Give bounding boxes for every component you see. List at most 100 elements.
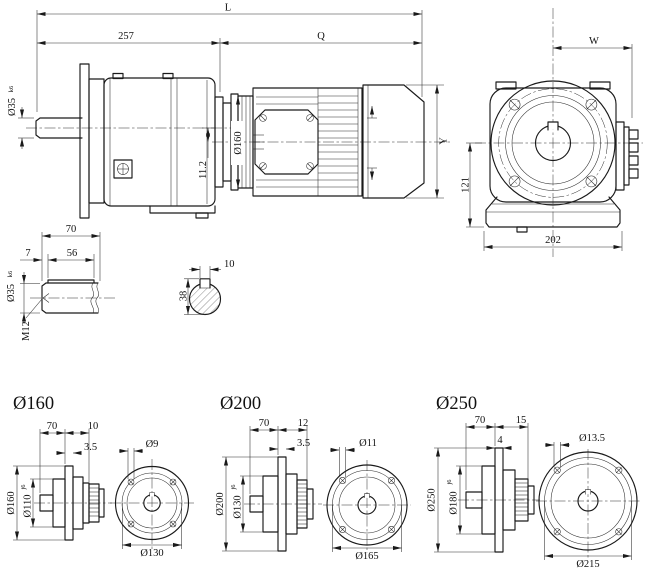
lifting-mark-top	[367, 105, 377, 119]
dim-Y: Y	[406, 84, 450, 199]
oil-plug	[113, 159, 133, 179]
dim-label: Ø130	[233, 495, 244, 518]
bore-keyway	[364, 493, 370, 498]
dim-250-spigot: Ø180 j6	[446, 465, 482, 535]
dim-label-70: 70	[66, 224, 77, 235]
dim-label: 70	[259, 418, 270, 429]
dim-label: 70	[47, 421, 58, 432]
dim-label-flange-dia: Ø160	[233, 131, 244, 154]
dim-label: Ø180	[449, 491, 460, 514]
dim-label: Ø11	[359, 438, 377, 449]
dim-200-3-5: 3.5	[269, 438, 310, 452]
base-plug	[516, 226, 528, 233]
dim-height-38: 38	[179, 278, 205, 315]
flange-variant-200: Ø200 70 12 3.5 Ø200 Ø130	[215, 394, 411, 562]
bolt-holes	[339, 477, 395, 533]
dim-label-offset: 11.2	[198, 161, 209, 179]
housing-bolt	[112, 72, 124, 80]
lifting-mark-bottom	[367, 167, 377, 181]
dim-shaft-70: 70	[41, 224, 101, 281]
flange-variant-250: Ø250 70 15 4 Ø250 Ø180 j6	[427, 394, 642, 570]
dim-label-dia: Ø35	[6, 284, 17, 302]
dim-W: W	[552, 36, 633, 118]
dim-202: 202	[483, 231, 623, 251]
dim-250-4: 4	[486, 435, 512, 451]
dim-160-bolt-circle: Ø130	[122, 503, 182, 559]
motor-terminal-plate	[254, 109, 319, 175]
dim-label: Ø9	[146, 439, 159, 450]
dim-label: Ø13.5	[579, 433, 605, 444]
dim-label-shaft-fit: k6	[8, 85, 15, 92]
motor-fins	[253, 95, 358, 188]
dim-key-56: 56	[47, 248, 95, 278]
bore-keyway	[585, 489, 591, 495]
flange-variant-160: Ø160 70 10 3.5 Ø160 Ø110 j6	[6, 394, 194, 559]
dim-200-outer: Ø200	[215, 456, 278, 552]
dim-shaft-dia-detail: Ø35 k6	[6, 270, 40, 324]
output-shaft	[35, 117, 83, 139]
bolt-holes	[553, 466, 623, 536]
dim-key-width-10: 10	[189, 259, 235, 272]
ribbed-section	[296, 479, 308, 529]
dim-label-fit: j6	[20, 484, 27, 491]
flange-face	[538, 451, 638, 551]
shaft-break-line	[90, 282, 94, 314]
dim-label-7: 7	[25, 248, 30, 259]
dim-label-121: 121	[461, 177, 472, 193]
thread-callout-M12: M12	[21, 298, 43, 341]
dim-label: Ø110	[23, 495, 34, 518]
dim-label-fit: j6	[446, 479, 453, 486]
main-side-view: L 257 Q Ø35 k6 Ø160 11.2 Y	[7, 3, 450, 219]
flange-screws	[508, 98, 598, 188]
dim-200-bolt-circle: Ø165	[332, 505, 402, 562]
dim-label-38: 38	[179, 291, 190, 302]
dim-label: 10	[88, 421, 99, 432]
shaft-break-line	[95, 282, 99, 314]
bore-keyway	[149, 492, 155, 497]
dim-label-56: 56	[67, 248, 78, 259]
center-drill-mark	[42, 293, 50, 303]
dim-axis-offset: 11.2	[198, 127, 216, 179]
dim-label: Ø130	[140, 548, 163, 559]
dim-label-fit: j6	[230, 484, 237, 491]
dim-label-Q: Q	[317, 31, 325, 42]
output-flange-hub	[88, 78, 105, 204]
dim-label: Ø160	[6, 491, 17, 514]
dim-flange-160: Ø160	[231, 95, 244, 189]
flange-face	[326, 464, 408, 546]
shaft-outline	[41, 282, 99, 314]
key-on-shaft	[47, 279, 95, 284]
dim-250-outer: Ø250	[427, 447, 495, 553]
dim-label: Ø165	[355, 551, 378, 562]
dim-label: Ø215	[576, 559, 599, 570]
dim-label-202: 202	[545, 235, 561, 246]
dim-label-W: W	[589, 36, 599, 47]
dim-label-Y: Y	[439, 137, 450, 145]
housing-bolt	[162, 72, 174, 80]
end-view: W 121 202	[461, 8, 643, 257]
bolt-holes	[127, 478, 177, 528]
dim-label: 15	[516, 415, 527, 426]
dim-160-3-5: 3.5	[56, 442, 97, 456]
drain-plug	[195, 212, 209, 219]
dim-label-10: 10	[224, 259, 235, 270]
keyway-slot	[199, 278, 211, 289]
dim-label: 4	[497, 435, 503, 446]
housing-ear-right	[589, 81, 611, 90]
dim-label-shaft-dia: Ø35	[7, 98, 18, 116]
dim-200-12: 12	[277, 418, 308, 487]
housing-ear-left	[495, 81, 517, 90]
ribbed-section	[514, 478, 529, 522]
flange-200-title: Ø200	[220, 394, 261, 414]
dim-200-hole: Ø11	[330, 438, 377, 477]
output-flange-plate	[79, 63, 90, 219]
dim-label: Ø250	[427, 488, 438, 511]
dim-label: Ø200	[215, 492, 226, 515]
terminal-ribs	[615, 121, 639, 191]
dim-121: 121	[461, 142, 484, 228]
flange-face	[114, 465, 190, 541]
flange-160-title: Ø160	[13, 394, 54, 414]
dim-250-bolt-circle: Ø215	[544, 501, 632, 570]
